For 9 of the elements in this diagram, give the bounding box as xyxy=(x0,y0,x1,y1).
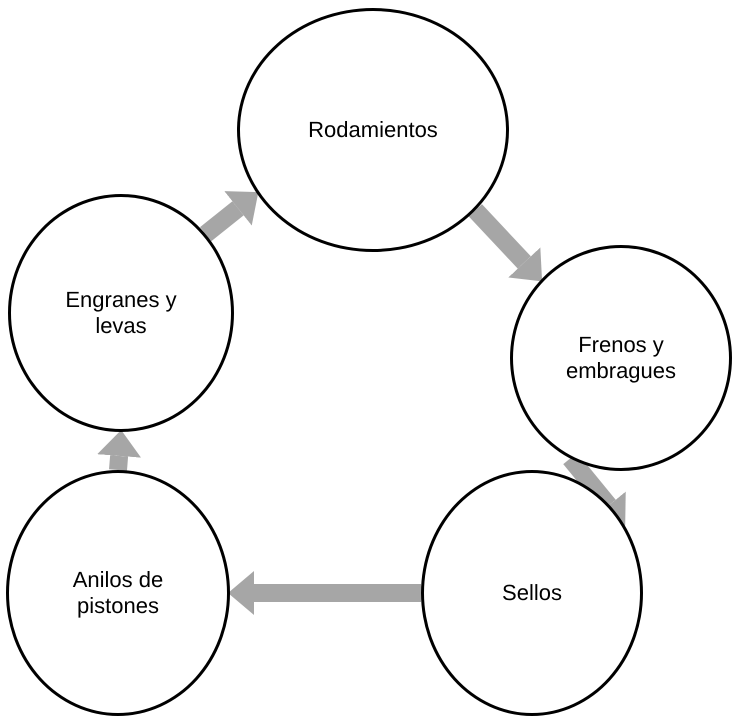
node-label: Anilos de pistones xyxy=(72,566,164,620)
block-arrow xyxy=(200,191,258,242)
node-label: Sellos xyxy=(502,580,562,606)
block-arrow xyxy=(228,571,421,615)
node-label: Engranes y levas xyxy=(64,286,178,340)
block-arrow xyxy=(97,430,142,471)
node-label: Rodamientos xyxy=(308,116,438,144)
block-arrow xyxy=(468,204,542,282)
node-label: Frenos y embragues xyxy=(564,332,678,384)
